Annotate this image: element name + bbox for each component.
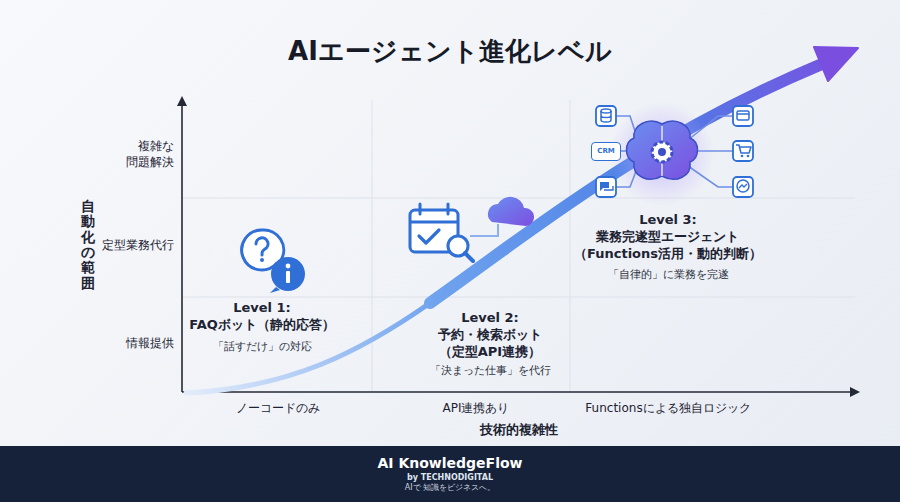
crm-icon-box: CRM <box>591 142 621 161</box>
brand-name: AI KnowledgeFlow <box>377 455 522 473</box>
calendar-search-icon <box>410 197 534 261</box>
level-description: 「決まった仕事」を代行 <box>430 364 551 378</box>
text-line: Level 3: <box>574 212 762 229</box>
tagline: AIで 知識をビジネスへ。 <box>405 483 495 493</box>
text-line: （Functions活用・動的判断） <box>574 246 762 263</box>
axis-tick: 複雑な 問題解決 <box>126 139 174 170</box>
level-description: 「話すだけ」の対応 <box>213 340 312 354</box>
level-heading: Level 2: 予約・検索ボット （定型API連携） <box>438 310 542 361</box>
icon-label: CRM <box>597 147 615 156</box>
faq-icon <box>242 230 305 293</box>
growth-arrow <box>186 47 858 393</box>
text-line: Level 2: <box>438 310 542 327</box>
axis-title: 技術的複雑性 <box>480 422 558 439</box>
text-line: 複雑な <box>126 139 174 155</box>
axis-tick: 定型業務代行 <box>102 238 174 254</box>
title: AIエージェント進化レベル <box>288 34 612 69</box>
level-description: 「自律的」に業務を完遂 <box>608 268 729 282</box>
axis-tick: API連携あり <box>443 401 510 417</box>
level-heading: Level 3: 業務完遂型エージェント （Functions活用・動的判断） <box>574 212 762 263</box>
level-heading: Level 1: FAQボット（静的応答） <box>189 300 335 334</box>
axis-tick: 情報提供 <box>126 336 174 352</box>
axis-tick: Functionsによる独自ロジック <box>585 401 750 417</box>
text-line: 業務完遂型エージェント <box>574 229 762 246</box>
text-line: FAQボット（静的応答） <box>189 317 335 334</box>
brand-owner: by TECHNODIGITAL <box>407 473 493 483</box>
axis-tick: ノーコードのみ <box>236 401 320 417</box>
axis-title: 自動化の範囲 <box>81 199 95 291</box>
text-line: 問題解決 <box>126 155 174 171</box>
text-line: （定型API連携） <box>438 344 542 361</box>
footer-band: AI KnowledgeFlowby TECHNODIGITALAIで 知識をビ… <box>0 446 900 502</box>
text-line: Level 1: <box>189 300 335 317</box>
text-line: 予約・検索ボット <box>438 327 542 344</box>
